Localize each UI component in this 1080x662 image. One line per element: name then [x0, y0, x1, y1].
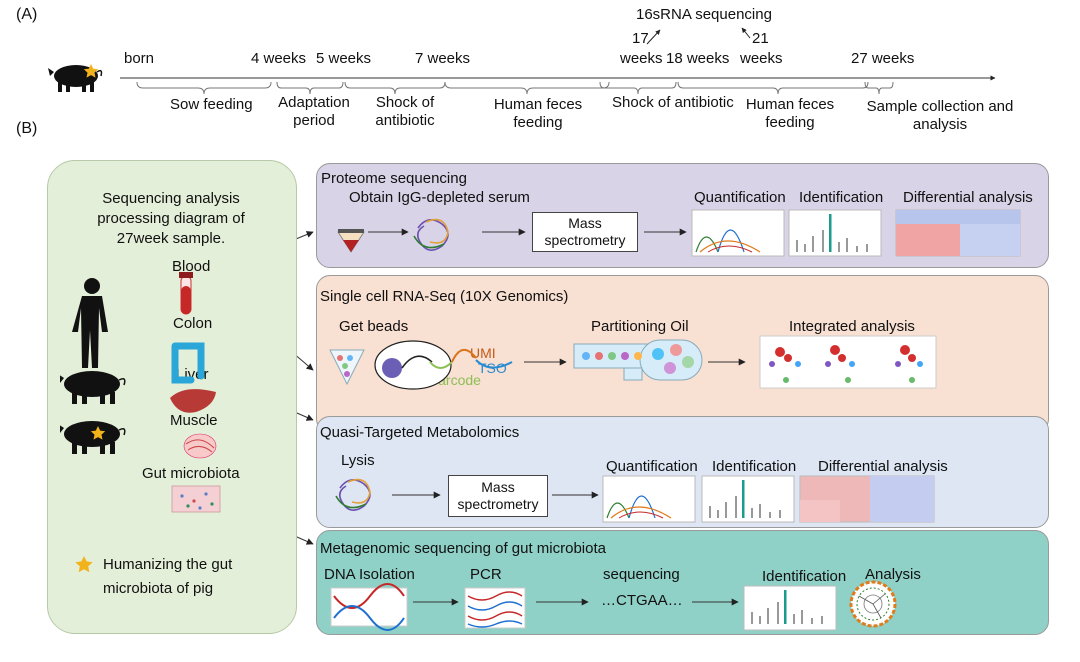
- proteome-ms-box: Mass spectrometry: [532, 212, 638, 252]
- tp-5weeks: 5 weeks: [316, 50, 372, 67]
- scrna-beads: Get beads: [339, 318, 409, 335]
- part-b-label: (B): [16, 120, 38, 137]
- left-title-1: Sequencing analysis: [102, 190, 240, 207]
- scrna-integrated: Integrated analysis: [789, 318, 915, 335]
- proteome-ms-line2: spectrometry: [544, 232, 626, 248]
- phase-adapt-2: period: [293, 112, 335, 129]
- timeline: [48, 27, 996, 95]
- legend-line-1: Humanizing the gut: [103, 556, 233, 573]
- phase-adapt-1: Adaptation: [278, 94, 350, 111]
- scrna-r1: R1: [410, 345, 428, 361]
- timeline-braces: [136, 81, 894, 95]
- tp-21: 21: [752, 30, 769, 47]
- muscle-icon: [183, 433, 217, 459]
- seq-arrow-21: [741, 27, 751, 39]
- metag-analysis: Analysis: [865, 566, 921, 583]
- tp-21-weeks: weeks: [740, 50, 783, 67]
- sample-blood: Blood: [172, 258, 211, 275]
- scrna-title: Single cell RNA-Seq (10X Genomics): [320, 288, 569, 305]
- liver-icon: [170, 389, 216, 413]
- scrna-umi: UMI: [470, 345, 496, 361]
- scrna-oil: Partitioning Oil: [591, 318, 689, 335]
- phase-sow: Sow feeding: [170, 96, 253, 113]
- star-icon: [75, 556, 93, 573]
- proteome-title: Proteome sequencing: [321, 170, 467, 187]
- metagenomic-panel: [316, 530, 1049, 635]
- tp-18weeks: 18 weeks: [666, 50, 730, 67]
- metab-ms-line2: spectrometry: [457, 496, 539, 512]
- tp-17: 17: [632, 30, 649, 47]
- phase-human1-2: feeding: [513, 114, 563, 131]
- metab-ms-box: Mass spectrometry: [448, 475, 548, 517]
- tp-27weeks: 27 weeks: [851, 50, 915, 67]
- proteome-diff: Differential analysis: [903, 189, 1033, 206]
- tp-4weeks: 4 weeks: [251, 50, 307, 67]
- metab-ms-line1: Mass: [481, 479, 515, 495]
- blood-tube-icon: [179, 272, 193, 315]
- metab-ident: Identification: [712, 458, 797, 475]
- scrna-tso: TSO: [478, 360, 507, 376]
- phase-human2-1: Human feces: [745, 96, 835, 113]
- metab-title: Quasi-Targeted Metabolomics: [320, 424, 520, 441]
- phase-human2-2: feeding: [765, 114, 815, 131]
- metab-diff: Differential analysis: [818, 458, 948, 475]
- metab-lysis: Lysis: [341, 452, 375, 469]
- gut-microbiota-icon: [171, 485, 221, 513]
- phase-shock1-1: Shock of: [375, 94, 435, 111]
- proteome-quant: Quantification: [694, 189, 786, 206]
- metag-dna: DNA Isolation: [324, 566, 415, 583]
- sequencing-note: 16sRNA sequencing: [636, 6, 772, 23]
- tp-17-weeks: weeks: [620, 50, 663, 67]
- seq-arrow-17: [646, 29, 661, 45]
- sample-gut: Gut microbiota: [142, 465, 240, 482]
- phase-shock1-2: antibiotic: [375, 112, 435, 129]
- sample-colon: Colon: [173, 315, 213, 332]
- proteome-ident: Identification: [799, 189, 884, 206]
- metag-ident: Identification: [762, 568, 847, 585]
- colon-icon: [171, 342, 205, 384]
- left-panel-icons: [60, 272, 221, 513]
- human-icon: [72, 278, 108, 368]
- proteome-ms-line1: Mass: [568, 215, 602, 231]
- tp-7weeks: 7 weeks: [415, 50, 471, 67]
- sample-muscle: Muscle: [170, 412, 218, 429]
- pig-icon-timeline: [48, 64, 103, 92]
- metag-seqtext: …CTGAA…: [601, 592, 683, 609]
- left-title-2: processing diagram of: [97, 210, 245, 227]
- pig-icon-humanized: [60, 421, 126, 454]
- tp-born: born: [124, 50, 155, 67]
- phase-sample-2: analysis: [912, 116, 968, 133]
- left-title-3: 27week sample.: [116, 230, 226, 247]
- proteome-step: Obtain IgG-depleted serum: [349, 189, 530, 206]
- pig-icon-control: [60, 371, 126, 404]
- phase-human1-1: Human feces: [493, 96, 583, 113]
- metag-seq: sequencing: [603, 566, 680, 583]
- part-a-label: (A): [16, 6, 38, 23]
- metab-quant: Quantification: [606, 458, 698, 475]
- scrna-barcode: 10X Barcode: [400, 372, 481, 388]
- phase-shock2: Shock of antibiotic: [612, 94, 734, 111]
- metag-title: Metagenomic sequencing of gut microbiota: [320, 540, 606, 557]
- phase-sample-1: Sample collection and: [866, 98, 1014, 115]
- legend-line-2: microbiota of pig: [103, 580, 214, 597]
- metag-pcr: PCR: [470, 566, 502, 583]
